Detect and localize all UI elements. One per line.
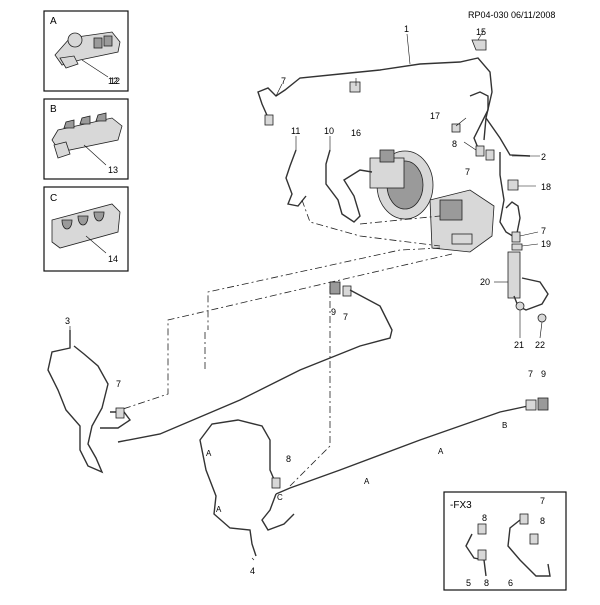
brake-hose-20 <box>507 251 549 323</box>
callout-10: 10 <box>324 126 334 136</box>
clip-marker-a: A <box>438 447 444 456</box>
clip-marker-a: A <box>206 449 212 458</box>
callout-5: 5 <box>466 578 471 588</box>
clip-marker-c: C <box>277 493 283 502</box>
callout-15: 15 <box>476 27 486 37</box>
callout-2: 2 <box>541 152 546 162</box>
washer-22-icon <box>537 313 547 323</box>
brake-pipe-10 <box>325 149 373 223</box>
brake-pipe-4 <box>199 419 295 557</box>
callout-8-lower: 8 <box>286 454 291 464</box>
callout-8-fx3-bottom: 8 <box>484 578 489 588</box>
fitting-15-icon <box>471 39 487 51</box>
fitting-8-icon <box>477 549 487 561</box>
callout-21: 21 <box>514 340 524 350</box>
callout-7-left: 7 <box>116 379 121 389</box>
inset-b-letter: B <box>50 104 57 115</box>
inset-c: C 14 <box>43 186 129 272</box>
fitting-8-icon <box>271 477 281 489</box>
brake-pipe-3 <box>47 330 132 474</box>
callout-7-abs: 7 <box>465 167 470 177</box>
callout-17: 17 <box>430 111 440 121</box>
clip-marker-a: A <box>216 505 222 514</box>
pipe-clip-14-icon <box>51 203 121 249</box>
pipe-clip-12-icon <box>54 31 121 69</box>
fitting-8-icon <box>477 523 487 535</box>
fitting-7-icon <box>519 513 529 525</box>
connection-dash-lines <box>119 199 453 487</box>
inset-a-part: 12 <box>110 76 120 86</box>
callout-leaders <box>69 29 543 561</box>
fitting-7-icon <box>115 407 125 419</box>
callout-11: 11 <box>291 126 300 136</box>
brake-pipe-11 <box>285 149 307 207</box>
callout-3: 3 <box>65 316 70 326</box>
inset-c-part: 14 <box>108 254 118 264</box>
brake-pipe-2 <box>469 91 521 239</box>
inset-a-letter: A <box>50 16 57 27</box>
fittings-mid <box>329 281 352 297</box>
inset-fx3: -FX3 <box>443 491 567 591</box>
callout-18: 18 <box>541 182 551 192</box>
clip-marker-b: B <box>502 421 507 430</box>
callout-9-lower: 9 <box>541 369 546 379</box>
brake-pipe-1 <box>257 57 531 157</box>
callout-4: 4 <box>250 566 255 576</box>
fitting-7-icon <box>264 114 274 126</box>
callout-7-right: 7 <box>541 226 546 236</box>
callout-22: 22 <box>535 340 545 350</box>
clip-marker-a: A <box>364 477 370 486</box>
fitting-9-icon <box>537 397 549 411</box>
callout-16: 16 <box>351 128 361 138</box>
fitting-7-icon <box>342 285 352 297</box>
fitting-7-icon <box>485 149 495 161</box>
clip-16-icon <box>349 81 361 93</box>
inset-a: A 12 <box>43 10 129 92</box>
callout-7-lower: 7 <box>528 369 533 379</box>
brake-pipe-mid <box>117 289 393 443</box>
callout-8-top: 8 <box>452 139 457 149</box>
callout-19: 19 <box>541 239 551 249</box>
fitting-8-icon <box>475 145 485 157</box>
fitting-9-icon <box>329 281 341 295</box>
callout-7-top: 7 <box>281 76 286 86</box>
callout-6: 6 <box>508 578 513 588</box>
fitting-7-icon <box>511 231 521 243</box>
callout-7-fx3: 7 <box>540 496 545 506</box>
inset-c-letter: C <box>50 193 57 204</box>
callout-7-mid: 7 <box>343 312 348 322</box>
part-callouts: 1 2 3 4 5 6 7 7 7 7 7 7 7 8 8 8 8 8 9 9 … <box>65 24 551 588</box>
brake-pipe-long <box>275 397 549 495</box>
washer-19-icon <box>511 243 523 251</box>
callout-8-fx3-right: 8 <box>540 516 545 526</box>
bracket-18-icon <box>507 179 519 191</box>
reference-code: RP04-030 06/11/2008 <box>468 10 555 20</box>
callout-12: 12 <box>108 76 118 86</box>
inset-b: B 13 <box>43 98 129 180</box>
callout-1: 1 <box>404 24 409 34</box>
fitting-8-icon <box>529 533 539 545</box>
fx3-label: -FX3 <box>450 500 472 511</box>
fittings-top <box>264 39 523 251</box>
pipe-clip-13-icon <box>51 112 123 159</box>
inset-b-part: 13 <box>108 165 118 175</box>
fitting-7-icon <box>525 399 537 411</box>
callout-8-fx3-left: 8 <box>482 513 487 523</box>
callout-20: 20 <box>480 277 490 287</box>
callout-9-mid: 9 <box>331 307 336 317</box>
bolt-21-icon <box>515 301 525 311</box>
brake-booster-and-abs-unit <box>369 149 495 253</box>
fitting-17-icon <box>451 123 461 133</box>
